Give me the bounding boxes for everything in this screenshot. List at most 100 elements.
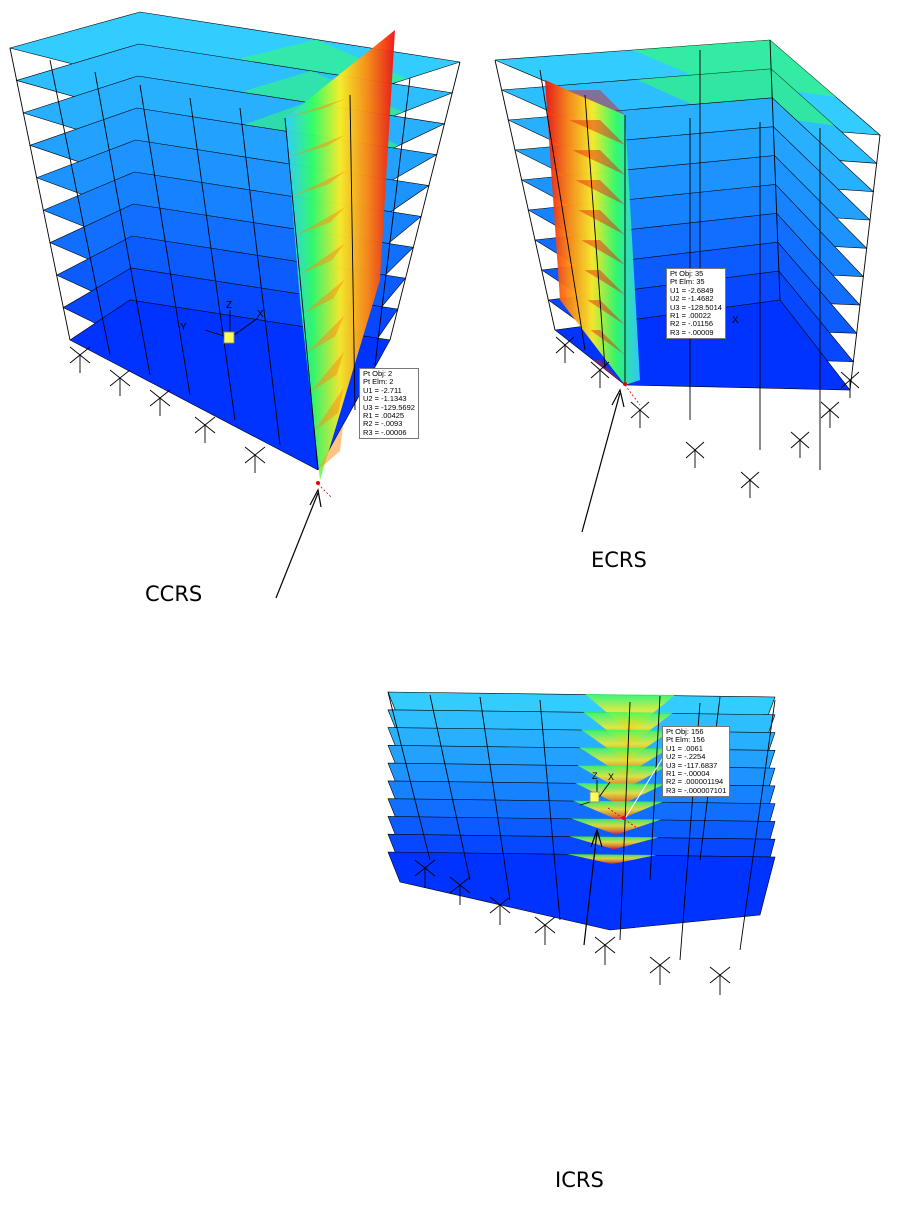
icrs-column bbox=[387, 691, 431, 861]
ccrs-point-readout: Pt Obj: 2 Pt Elm: 2 U1 = -2.711 U2 = -1.… bbox=[359, 368, 419, 440]
readout-line: U3 = -128.5014 bbox=[670, 302, 722, 312]
ccrs-stress-band bbox=[314, 388, 344, 431]
icrs-support bbox=[534, 916, 556, 945]
icrs-axis-triad bbox=[579, 780, 611, 806]
icrs-column bbox=[429, 694, 471, 881]
icrs-stress-band bbox=[569, 836, 659, 850]
ecrs-column bbox=[849, 134, 881, 391]
readout-line: Pt Elm: 2 bbox=[363, 377, 394, 387]
ccrs-column bbox=[389, 61, 461, 341]
icrs-selected-point bbox=[622, 816, 626, 820]
readout-line: U2 = -1.4682 bbox=[670, 294, 714, 304]
ecrs-supports bbox=[555, 336, 860, 498]
readout-line: U2 = -.2254 bbox=[666, 752, 706, 762]
icrs-support bbox=[489, 896, 511, 925]
ccrs-support bbox=[194, 416, 216, 443]
readout-line: R3 = -.000007101 bbox=[666, 785, 727, 795]
ecrs-stress-band bbox=[569, 120, 625, 145]
ccrs-stress-band bbox=[307, 315, 345, 353]
ccrs-stress-band bbox=[318, 424, 344, 470]
ccrs-column bbox=[284, 117, 319, 471]
icrs-supports bbox=[414, 859, 731, 995]
ecrs-axis-x: X bbox=[732, 315, 739, 326]
ecrs-support bbox=[555, 336, 575, 363]
ccrs-stress-bands bbox=[285, 98, 347, 470]
icrs-column bbox=[739, 699, 776, 951]
model-ccrs: Z Y X bbox=[8, 11, 461, 599]
ccrs-column bbox=[239, 107, 281, 446]
icrs-stress-band bbox=[573, 800, 663, 820]
ecrs-point-readout: Pt Obj: 35 Pt Elm: 35 U1 = -2.6849 U2 = … bbox=[666, 268, 726, 340]
readout-line: Pt Elm: 156 bbox=[666, 735, 705, 745]
ecrs-support bbox=[840, 371, 860, 398]
ccrs-support bbox=[244, 446, 266, 473]
ccrs-axis-y: Y bbox=[180, 322, 187, 333]
icrs-support bbox=[449, 876, 471, 905]
readout-line: R2 = .000001194 bbox=[666, 777, 724, 787]
ecrs-stress-band bbox=[566, 90, 625, 115]
readout-line: U1 = .0061 bbox=[666, 743, 703, 753]
icrs-axis-z: Z bbox=[592, 771, 598, 781]
ecrs-stress-band bbox=[572, 150, 625, 175]
icrs-stress-band bbox=[567, 854, 657, 864]
ecrs-stress-band bbox=[590, 330, 625, 355]
ecrs-stress-band bbox=[581, 240, 625, 265]
ccrs-label: CCRS bbox=[145, 582, 203, 606]
icrs-stress-band bbox=[577, 765, 667, 791]
icrs-column bbox=[539, 699, 561, 921]
icrs-stress-band bbox=[581, 729, 671, 762]
icrs-support bbox=[649, 956, 671, 985]
ccrs-support bbox=[149, 389, 171, 416]
readout-line: U3 = -129.5692 bbox=[363, 402, 415, 412]
ecrs-support bbox=[790, 431, 810, 458]
ccrs-stress-band bbox=[299, 243, 345, 275]
ccrs-corner-stress-zone bbox=[285, 30, 395, 480]
icrs-arrowhead bbox=[590, 828, 603, 848]
ccrs-column bbox=[189, 97, 236, 421]
ccrs-axis-x: X bbox=[257, 309, 264, 320]
readout-line: Pt Obj: 35 bbox=[670, 269, 704, 278]
ecrs-support bbox=[630, 401, 650, 428]
icrs-stress-band bbox=[583, 711, 673, 747]
ccrs-stress-band bbox=[303, 279, 345, 314]
ecrs-arrowhead bbox=[611, 388, 625, 408]
icrs-frame-lines bbox=[387, 691, 776, 961]
readout-line: U1 = -2.6849 bbox=[670, 285, 714, 295]
readout-line: R2 = -.01156 bbox=[670, 319, 714, 329]
icrs-stress-band bbox=[571, 818, 661, 835]
ccrs-stress-band bbox=[310, 352, 344, 392]
readout-line: R2 = -.0093 bbox=[363, 419, 403, 429]
ecrs-stress-band bbox=[584, 270, 625, 295]
icrs-support bbox=[709, 966, 731, 995]
readout-line: R3 = -.00006 bbox=[363, 427, 407, 437]
ecrs-column bbox=[769, 39, 781, 301]
icrs-support bbox=[414, 859, 436, 888]
ccrs-arrow bbox=[275, 492, 319, 599]
ccrs-stress-band bbox=[296, 207, 346, 236]
readout-line: U3 = -117.6837 bbox=[666, 760, 718, 770]
icrs-column bbox=[619, 701, 631, 941]
ecrs-stress-band bbox=[575, 180, 625, 205]
ccrs-frame-lines bbox=[9, 47, 461, 471]
readout-line: R1 = .00425 bbox=[363, 411, 405, 421]
ccrs-column bbox=[349, 94, 356, 411]
icrs-slab bbox=[387, 851, 776, 931]
ccrs-column bbox=[9, 47, 71, 341]
readout-line: R1 = -.00004 bbox=[666, 769, 710, 779]
ecrs-column bbox=[494, 59, 556, 331]
ccrs-support bbox=[69, 346, 91, 373]
icrs-label: ICRS bbox=[555, 1168, 604, 1192]
ecrs-label: ECRS bbox=[591, 548, 647, 572]
ccrs-stress-band bbox=[285, 98, 347, 118]
ecrs-arrow bbox=[581, 392, 621, 533]
icrs-point-readout: Pt Obj: 156 Pt Elm: 156 U1 = .0061 U2 = … bbox=[662, 726, 731, 798]
ccrs-column bbox=[374, 77, 411, 366]
readout-line: Pt Elm: 35 bbox=[670, 277, 705, 287]
readout-line: Pt Obj: 156 bbox=[666, 727, 704, 736]
ecrs-selected-point bbox=[623, 382, 627, 386]
icrs-stress-bands bbox=[567, 694, 675, 864]
ccrs-dashed-guide bbox=[317, 483, 333, 499]
readout-line: R3 = -.00009 bbox=[670, 327, 714, 337]
ecrs-stress-band bbox=[587, 300, 625, 325]
